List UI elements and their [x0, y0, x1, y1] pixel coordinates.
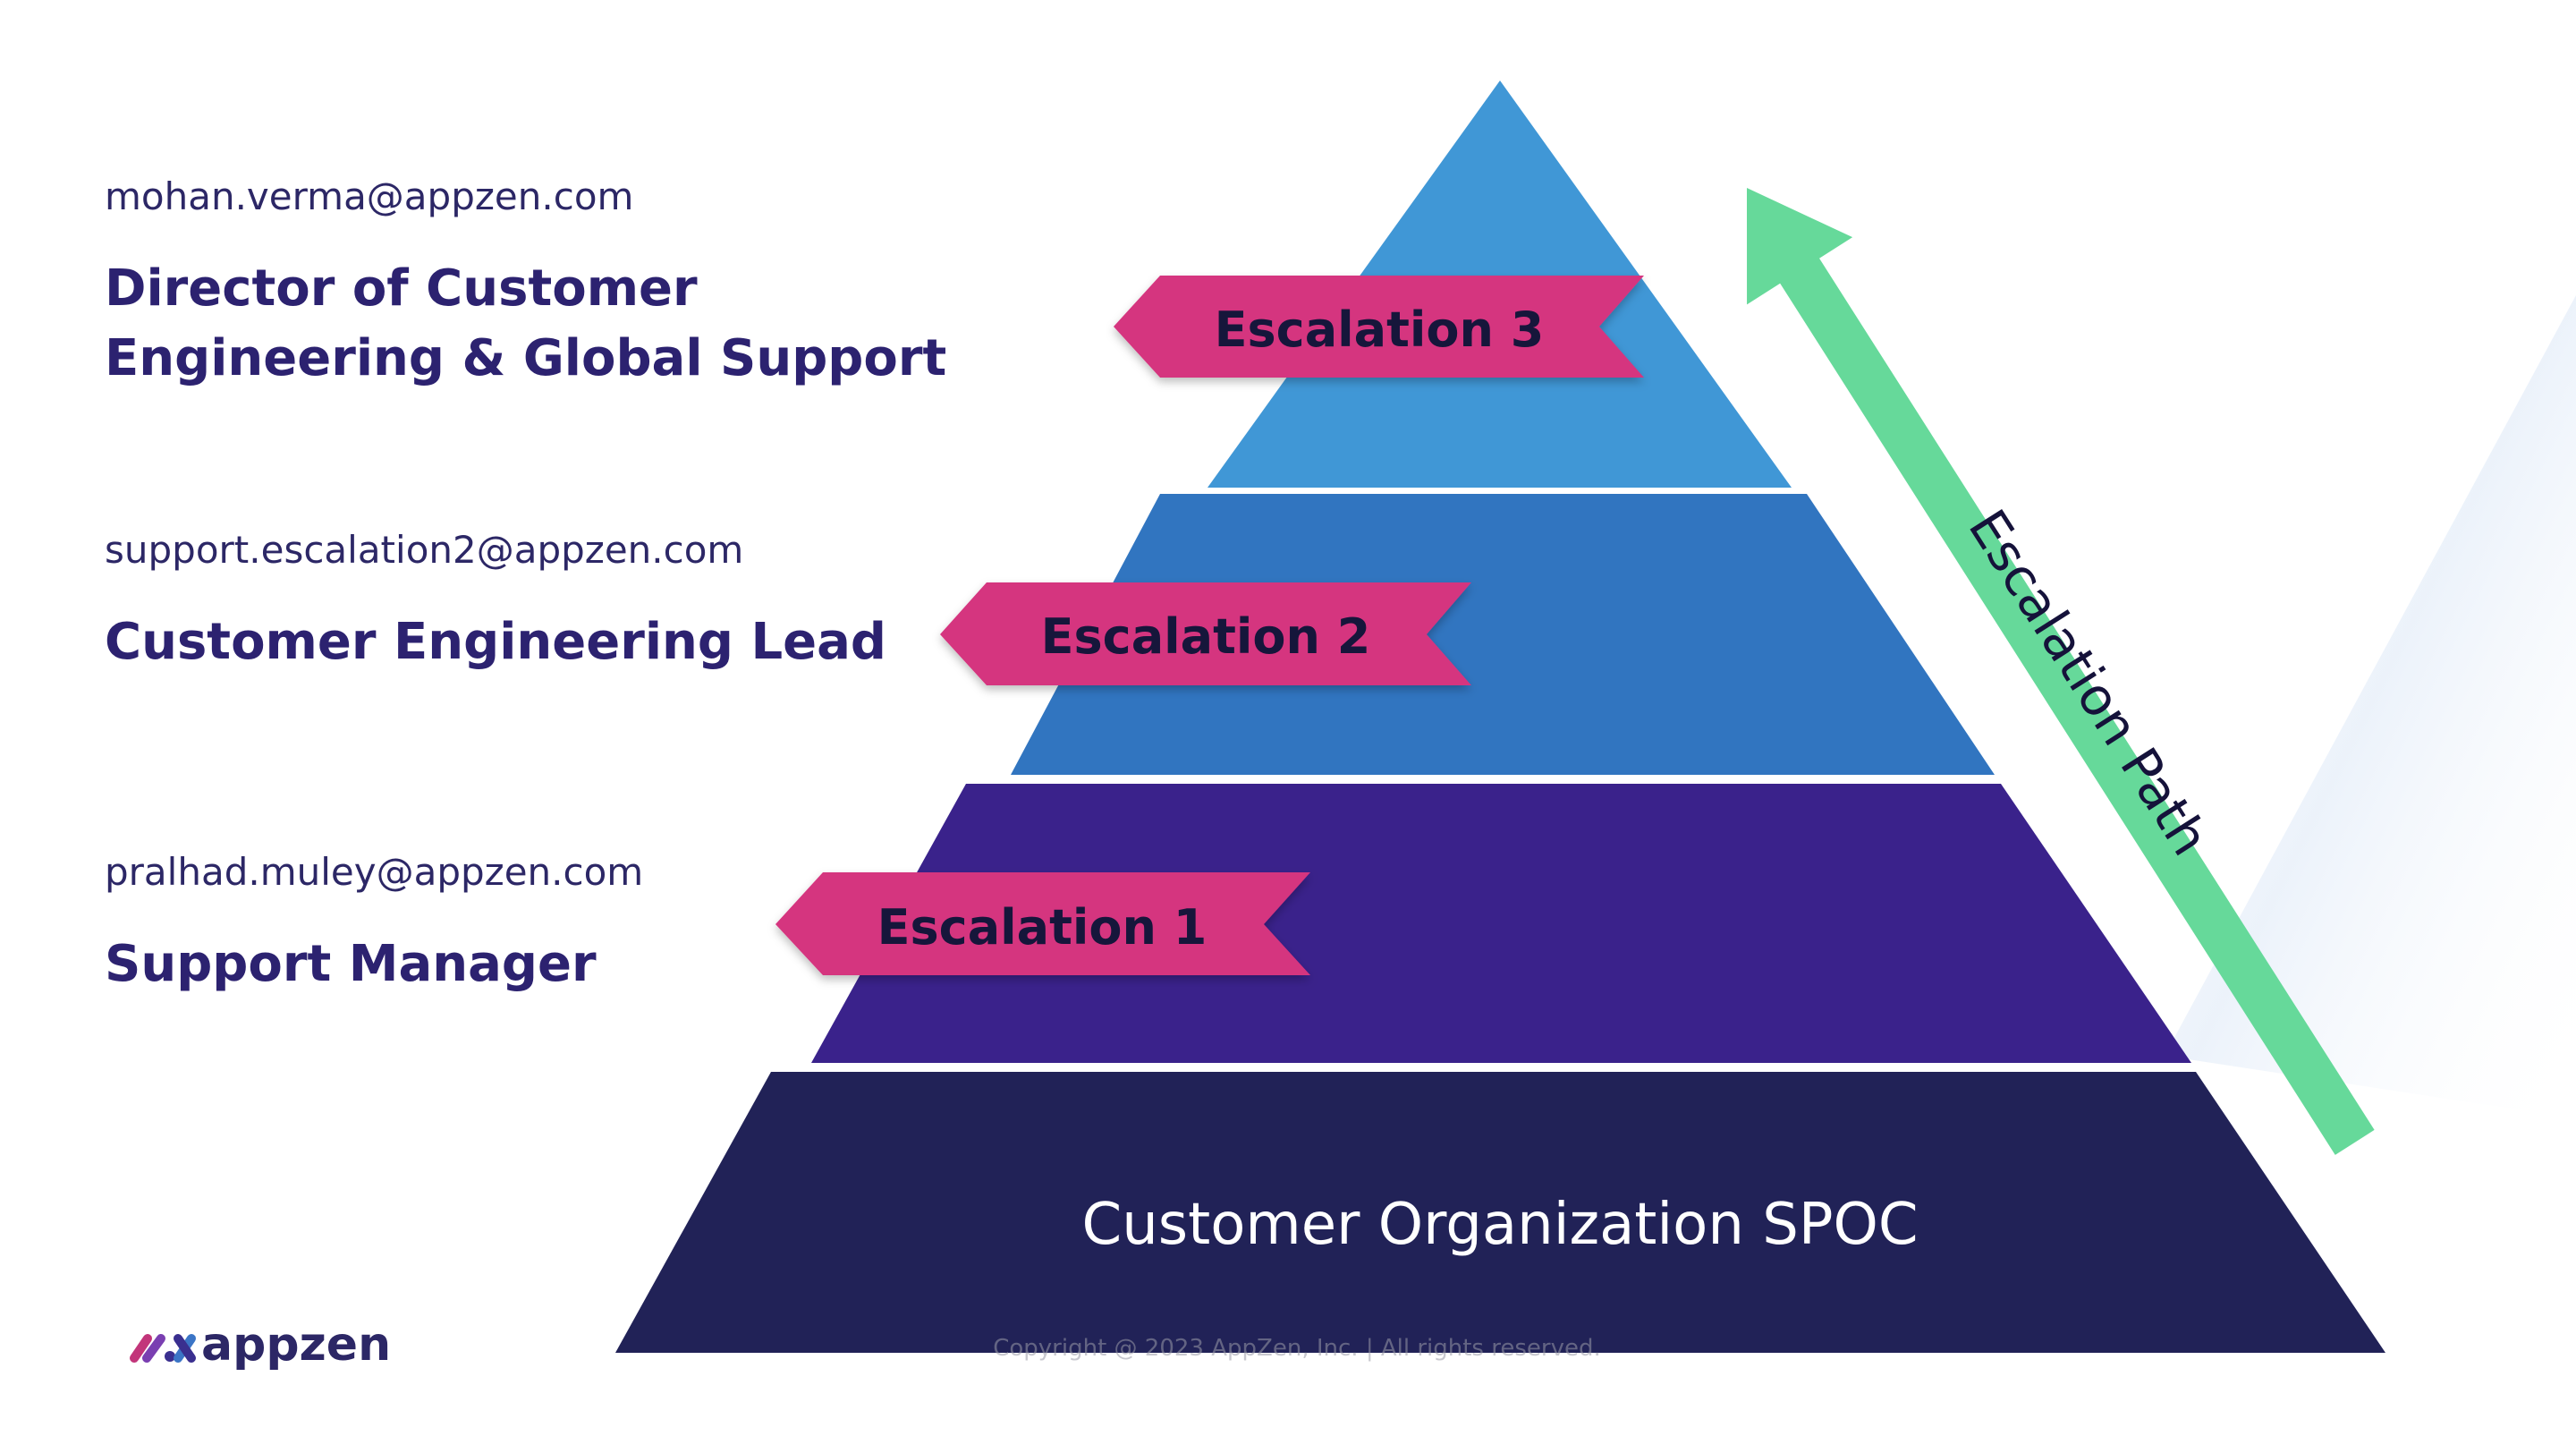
appzen-logo: appzen: [130, 1318, 391, 1372]
escalation-3-badge: Escalation 3: [1114, 276, 1644, 378]
level-1-email[interactable]: pralhad.muley@appzen.com: [105, 850, 644, 894]
level-2-role: Customer Engineering Lead: [105, 613, 887, 671]
level-3-role-line-2: Engineering & Global Support: [105, 329, 947, 387]
escalation-2-label: Escalation 2: [1041, 608, 1371, 665]
escalation-2-ribbon: [940, 582, 1471, 685]
escalation-2-badge: Escalation 2: [940, 582, 1471, 685]
escalation-3-ribbon: [1114, 276, 1644, 378]
escalation-1-badge: Escalation 1: [775, 872, 1310, 975]
background-decoration: [2165, 295, 2576, 1118]
level-1-role: Support Manager: [105, 935, 597, 993]
level-3-email[interactable]: mohan.verma@appzen.com: [105, 174, 634, 218]
tier-level-1: [811, 784, 2191, 1063]
escalation-1-ribbon: [775, 872, 1310, 975]
level-3-role: Director of Customer Engineering & Globa…: [105, 254, 946, 394]
appzen-logo-text: appzen: [201, 1318, 391, 1372]
escalation-path-arrow: [1747, 188, 2375, 1155]
tier-level-2: [1011, 494, 1995, 775]
appzen-logo-mark-icon: [130, 1334, 196, 1363]
escalation-1-label: Escalation 1: [877, 899, 1208, 956]
level-2-email[interactable]: support.escalation2@appzen.com: [105, 528, 744, 572]
arrow-up-right-icon: [1747, 188, 2375, 1155]
copyright-text: Copyright @ 2023 AppZen, Inc. | All righ…: [993, 1335, 1601, 1362]
level-3-role-line-1: Director of Customer: [105, 259, 698, 318]
escalation-3-label: Escalation 3: [1215, 302, 1545, 358]
tier-base: [615, 1072, 2385, 1353]
base-tier-label: Customer Organization SPOC: [1082, 1192, 1919, 1258]
